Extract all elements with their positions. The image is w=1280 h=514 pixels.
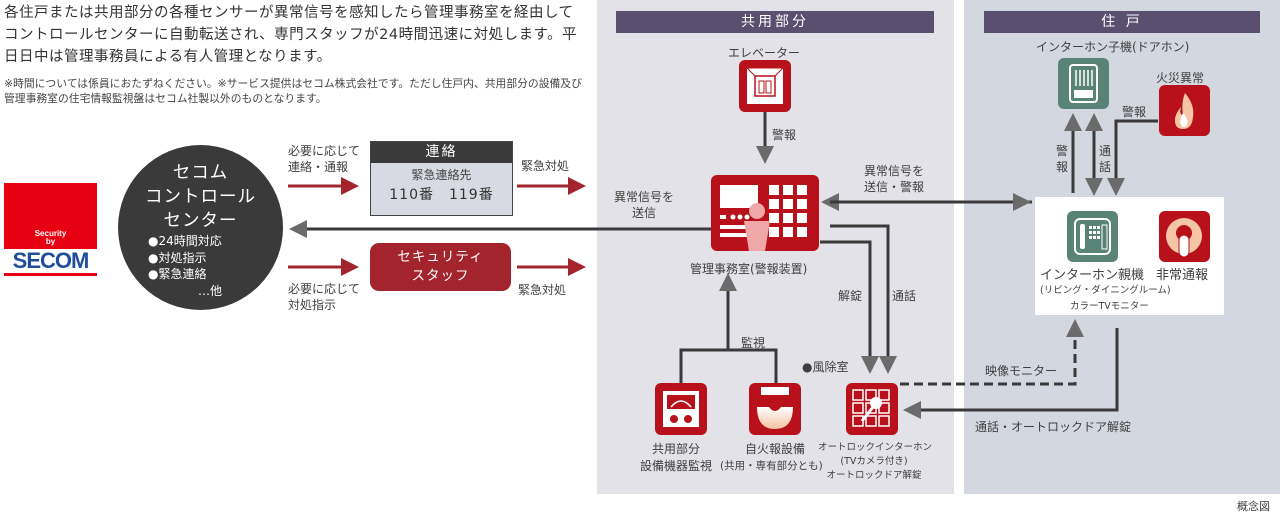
office-label: 管理事務室(警報装置) xyxy=(690,262,808,276)
equipment-monitor-icon xyxy=(655,383,707,435)
master-label: インターホン親機 xyxy=(1040,268,1145,283)
autolock-label-2: (TVカメラ付き) xyxy=(840,456,908,467)
call-unlock-label: 通話・オートロックドア解錠 xyxy=(975,420,1132,434)
door-intercom-icon xyxy=(1058,58,1109,109)
elevator-glyph xyxy=(745,67,785,104)
secom-logo: Security by SECOM xyxy=(4,183,97,278)
fire-alarm-h-label: 警報 xyxy=(1122,105,1147,119)
emergency-label: 非常通報 xyxy=(1156,268,1209,283)
contact-note-2: 連絡・通報 xyxy=(288,160,349,174)
bullet-24h: ●24時間対応 xyxy=(148,234,222,248)
autolock-label: オートロックインターホン (TVカメラ付き) オートロックドア解錠 xyxy=(818,441,933,483)
call-label: 通話 xyxy=(892,289,917,303)
fire-alarm-equipment-icon xyxy=(749,383,801,435)
office-alarm-icon xyxy=(711,175,819,251)
video-monitor-label: 映像モニター xyxy=(985,364,1058,378)
contact-header: 連絡 xyxy=(371,142,512,163)
emergency-press-glyph xyxy=(1166,218,1202,258)
monitor-branch xyxy=(679,348,778,385)
fire-alarm-label: 自火報設備 (共用・専有部分とも) xyxy=(720,441,823,475)
send-signal-1: 異常信号を xyxy=(614,190,675,204)
contact-box: 連絡 緊急連絡先 110番 119番 xyxy=(370,141,513,216)
equipment-label: 共用部分 設備機器監視 xyxy=(640,441,712,475)
autolock-label-3: オートロックドア解錠 xyxy=(826,470,922,481)
doorphone-glyph xyxy=(1069,64,1098,103)
security-staff-box: セキュリティ スタッフ xyxy=(370,243,511,291)
control-center-title-2: コントロール xyxy=(145,187,256,207)
emergency-button-icon xyxy=(1159,211,1210,262)
master-phone-glyph xyxy=(1074,218,1111,255)
logo-brand: SECOM xyxy=(4,249,97,276)
contact-note-1: 必要に応じて xyxy=(288,144,361,158)
arrow-call-unlock xyxy=(903,328,1119,419)
logo-line1: Security xyxy=(34,229,67,238)
keypad-key-glyph xyxy=(852,389,890,427)
control-center-title-3: センター xyxy=(163,211,238,231)
emergency-label-bottom: 緊急対処 xyxy=(518,283,567,297)
fire-alarm-label-2: (共用・専有部分とも) xyxy=(720,460,823,472)
signal-alarm-label: 異常信号を 送信・警報 xyxy=(864,163,924,195)
master-sub1: (リビング・ダイニングルーム) xyxy=(1040,285,1171,296)
arrow-unlock xyxy=(820,240,879,374)
equipment-label-1: 共用部分 xyxy=(652,442,701,456)
elevator-alarm-label: 警報 xyxy=(772,128,797,142)
fire-label: 火災異常 xyxy=(1156,71,1205,85)
signal-alarm-2: 送信・警報 xyxy=(864,180,925,194)
control-center: セコム コントロール センター ●24時間対応 ●対処指示 ●緊急連絡 …他 xyxy=(118,145,283,310)
flame-glyph xyxy=(1174,93,1194,129)
send-signal-2: 送信 xyxy=(632,206,657,220)
arrow-fire-alarm xyxy=(1107,119,1158,196)
dwelling-header: 住 戸 xyxy=(984,11,1260,33)
elevator-label: エレベーター xyxy=(728,46,801,60)
arrow-video-monitor xyxy=(900,319,1084,386)
unlock-label: 解錠 xyxy=(838,289,863,303)
emergency-label-top: 緊急対処 xyxy=(521,159,570,173)
intro-note: ※時間については係員におたずねください。※サービス提供はセコム株式会社です。ただ… xyxy=(4,77,582,105)
door-intercom-label: インターホン子機(ドアホン) xyxy=(1036,40,1190,54)
diagram-caption: 概念図 xyxy=(1237,500,1270,513)
signal-alarm-1: 異常信号を xyxy=(864,164,925,178)
office-glyph xyxy=(720,185,807,251)
bullet-others: …他 xyxy=(198,283,223,298)
autolock-intercom-icon xyxy=(846,383,898,435)
send-signal-label: 異常信号を 送信 xyxy=(614,189,674,221)
meter-glyph xyxy=(663,391,699,427)
monitor-label: 監視 xyxy=(741,336,766,350)
door-call-v-label: 通話 xyxy=(1099,144,1112,174)
fire-bell-glyph xyxy=(757,387,793,429)
master-intercom-icon xyxy=(1067,211,1118,262)
autolock-label-1: オートロックインターホン xyxy=(818,442,933,453)
common-area-header: 共用部分 xyxy=(616,11,934,33)
staff-line1: セキュリティ xyxy=(397,249,484,265)
logo-line2: by xyxy=(45,237,56,246)
instruct-note-2: 対処指示 xyxy=(288,298,337,312)
staff-line2: スタッフ xyxy=(411,268,470,284)
windbreak-label: ●風除室 xyxy=(802,360,849,374)
contact-line2: 110番 119番 xyxy=(389,187,494,203)
door-alarm-v-label: 警報 xyxy=(1056,144,1069,174)
fire-icon xyxy=(1159,85,1210,136)
intro-text: 各住戸または共用部分の各種センサーが異常信号を感知したら管理事務室を経由してコン… xyxy=(4,5,578,65)
bullet-instruct: ●対処指示 xyxy=(148,250,207,265)
bullet-emergency: ●緊急連絡 xyxy=(148,267,207,281)
fire-alarm-label-1: 自火報設備 xyxy=(744,442,805,456)
control-center-title-1: セコム xyxy=(172,163,229,183)
master-sub2: カラーTVモニター xyxy=(1070,301,1149,312)
contact-note: 必要に応じて 連絡・通報 xyxy=(288,143,360,175)
equipment-label-2: 設備機器監視 xyxy=(640,459,713,473)
instruct-note: 必要に応じて 対処指示 xyxy=(288,281,360,313)
contact-line1: 緊急連絡先 xyxy=(411,168,472,182)
elevator-icon xyxy=(739,60,791,112)
arrow-call xyxy=(830,224,897,374)
instruct-note-1: 必要に応じて xyxy=(288,282,361,296)
